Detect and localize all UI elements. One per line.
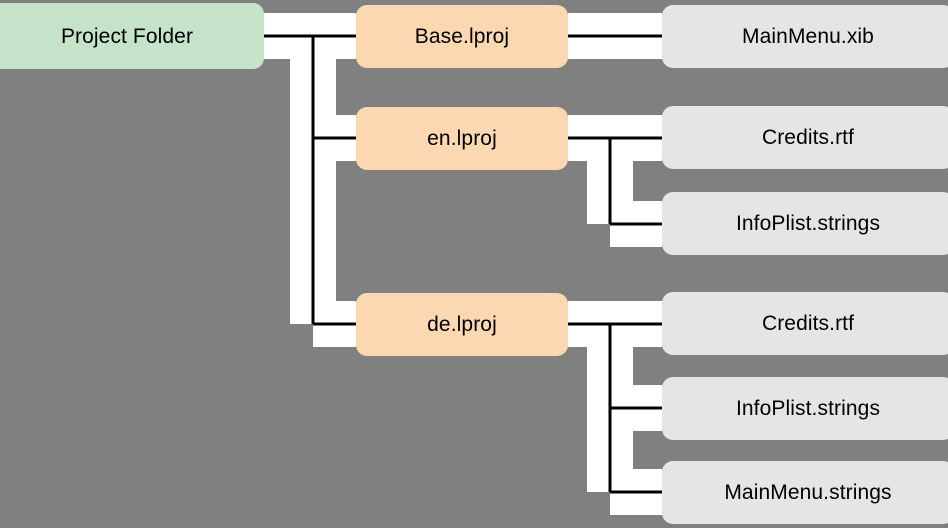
node-label: InfoPlist.strings bbox=[735, 397, 881, 420]
connector-line-group bbox=[264, 34, 662, 494]
node-label: Base.lproj bbox=[414, 25, 510, 48]
node-de-mainmenu-strings[interactable]: MainMenu.strings bbox=[662, 461, 948, 524]
node-de-lproj[interactable]: de.lproj bbox=[356, 293, 568, 356]
node-label: InfoPlist.strings bbox=[735, 212, 881, 235]
node-de-infoplist-strings[interactable]: InfoPlist.strings bbox=[662, 377, 948, 440]
node-label: en.lproj bbox=[427, 127, 497, 150]
node-label: MainMenu.xib bbox=[742, 25, 874, 48]
node-base-lproj[interactable]: Base.lproj bbox=[356, 5, 568, 68]
node-label: Project Folder bbox=[60, 24, 194, 48]
node-label: MainMenu.strings bbox=[724, 481, 892, 504]
node-base-mainmenu-xib[interactable]: MainMenu.xib bbox=[662, 5, 948, 68]
connector-halo-group bbox=[264, 13, 662, 515]
node-label: Credits.rtf bbox=[761, 126, 855, 149]
node-en-credits-rtf[interactable]: Credits.rtf bbox=[662, 106, 948, 169]
node-en-lproj[interactable]: en.lproj bbox=[356, 107, 568, 170]
node-label: de.lproj bbox=[427, 313, 497, 336]
node-en-infoplist-strings[interactable]: InfoPlist.strings bbox=[662, 192, 948, 255]
node-de-credits-rtf[interactable]: Credits.rtf bbox=[662, 292, 948, 355]
node-project-folder[interactable]: Project Folder bbox=[0, 3, 264, 69]
node-label: Credits.rtf bbox=[761, 312, 855, 335]
